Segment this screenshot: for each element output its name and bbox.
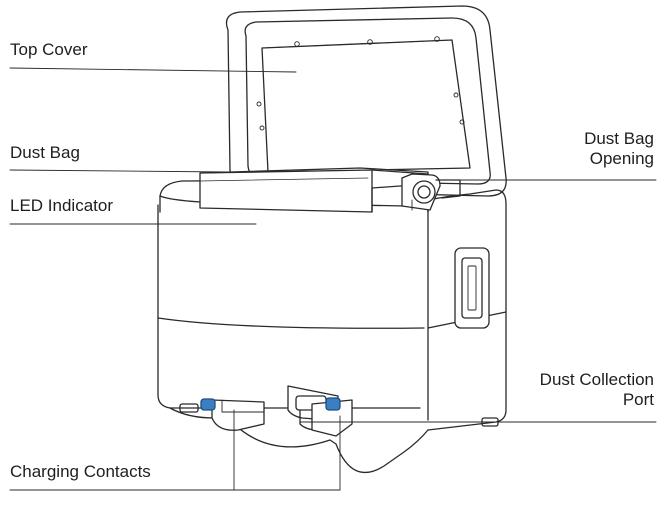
label-led-indicator: LED Indicator: [10, 196, 113, 215]
label-dust-collection-port-line2: Port: [622, 390, 654, 409]
top-cover: [225, 5, 507, 197]
label-top-cover: Top Cover: [10, 40, 88, 59]
label-dust-collection-port: Dust Collection Port: [540, 370, 654, 410]
label-charging-contacts: Charging Contacts: [10, 462, 151, 481]
charging-contact-left: [200, 398, 265, 431]
dust-bag: [199, 167, 429, 213]
leader-line-dust-bag: [9, 169, 229, 173]
label-dust-collection-port-line1: Dust Collection: [539, 370, 654, 389]
label-dust-bag-opening: Dust Bag Opening: [584, 129, 654, 169]
leader-lines: [9, 67, 657, 491]
label-dust-bag-opening-line2: Opening: [589, 149, 654, 168]
charging-contact-right: [311, 397, 353, 437]
dock-body: [157, 179, 507, 431]
label-dust-bag: Dust Bag: [10, 143, 80, 162]
leader-line-top-cover: [9, 67, 297, 73]
label-dust-bag-opening-line1: Dust Bag: [584, 129, 654, 148]
